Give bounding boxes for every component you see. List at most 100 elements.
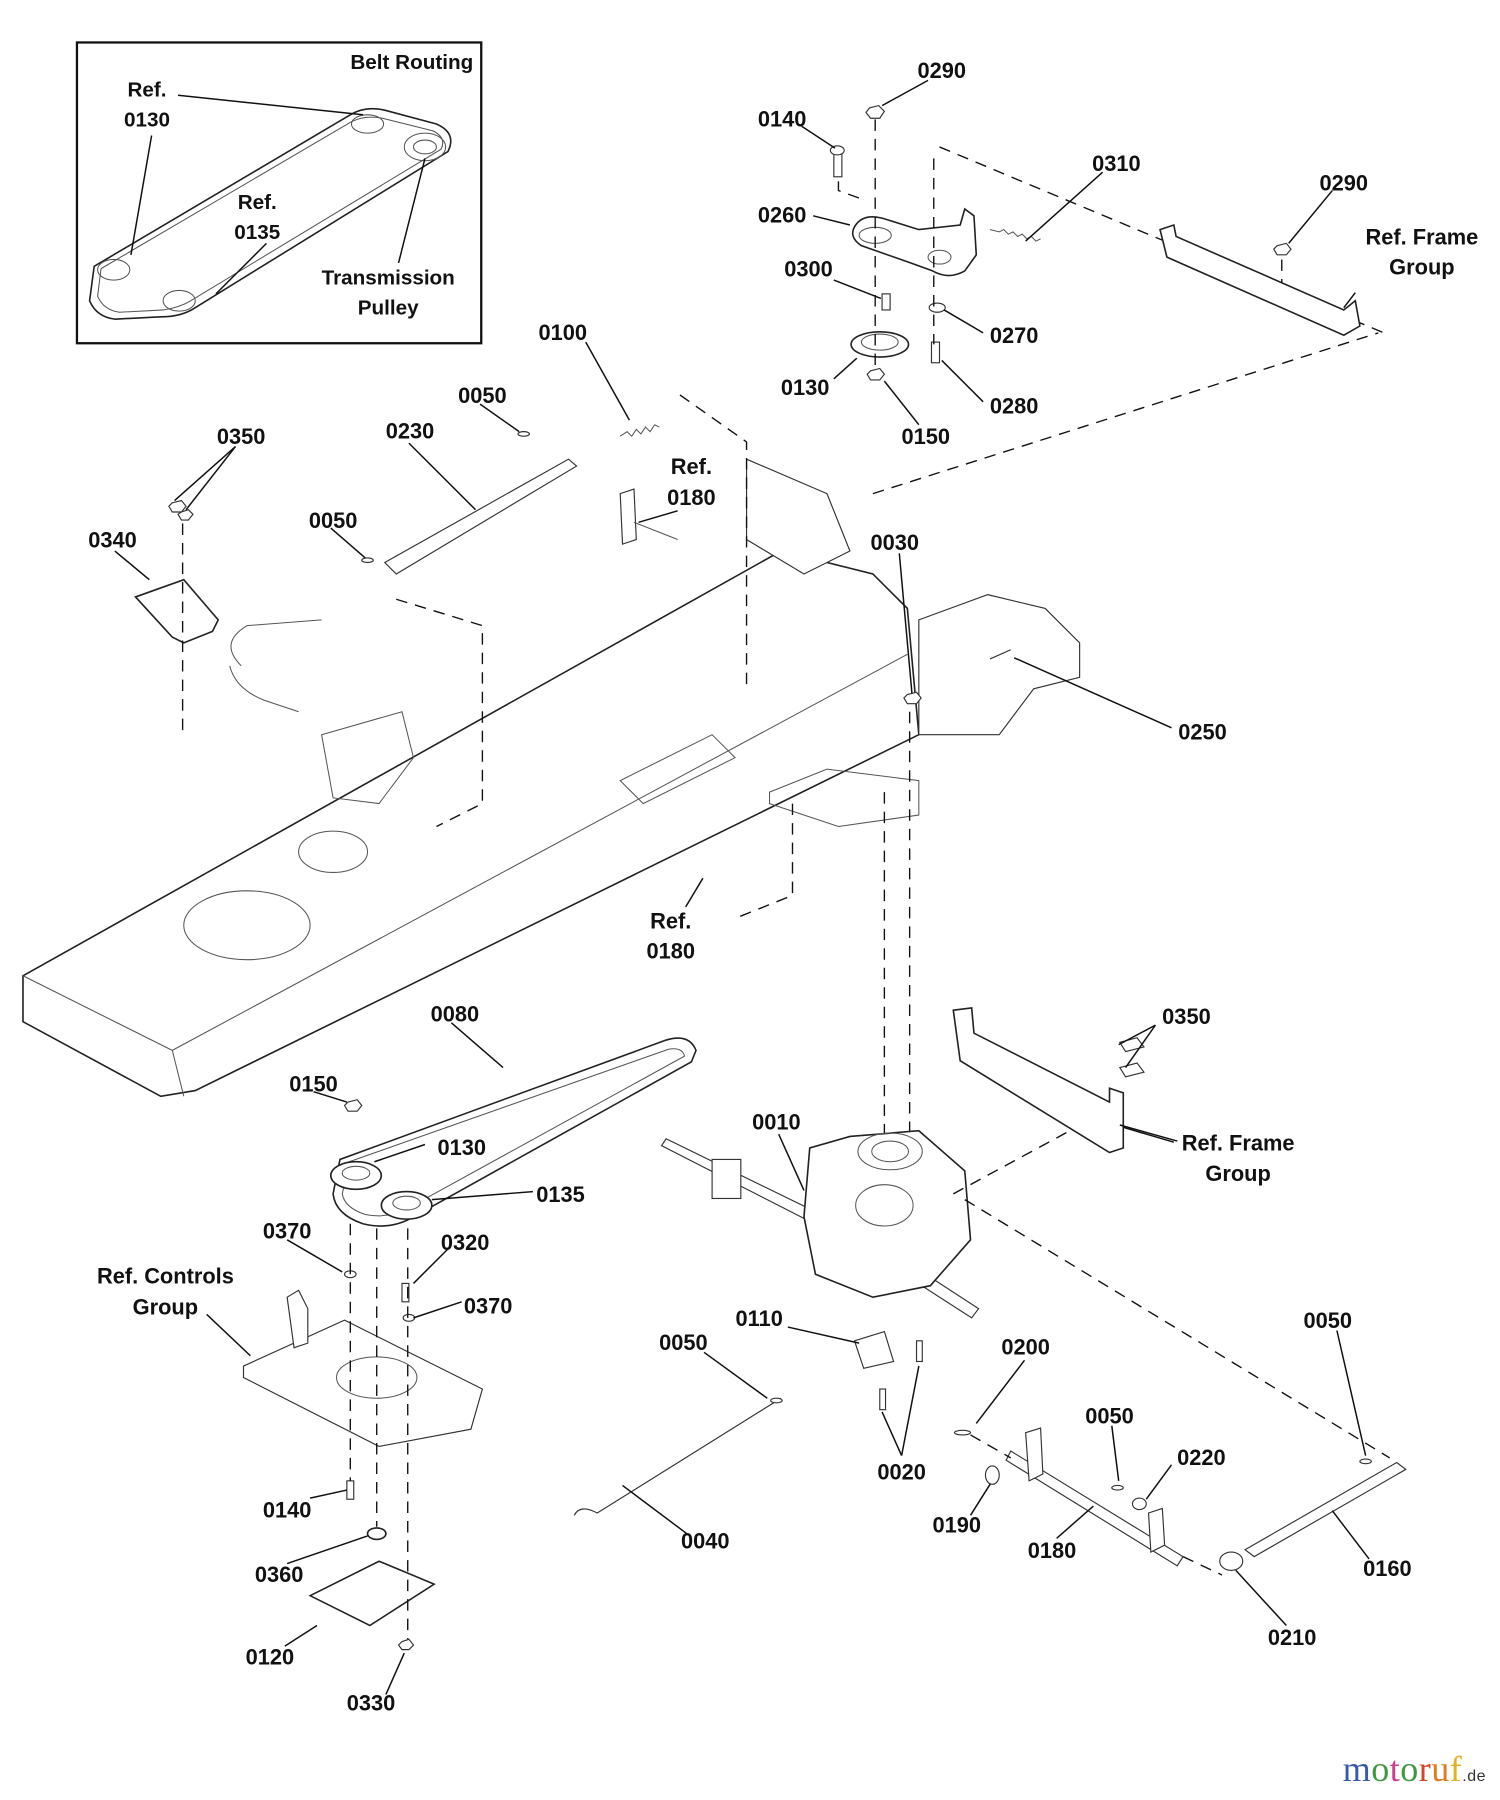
pin-0200 [953,1429,972,1436]
plate-0120 [308,1560,436,1627]
belt-routing-inset: Belt Routing Ref. 0130 Ref. 0135 Transmi… [75,41,483,345]
watermark-suffix: .de [1462,1768,1486,1785]
callout-0290-right: 0290 [1320,171,1369,196]
ref-0180-mid-a: Ref. [650,909,691,934]
bolt-0350-mid-a [1118,1037,1145,1053]
callout-0260: 0260 [758,203,807,228]
callout-0010: 0010 [752,1110,801,1135]
idler-pulley-0130 [850,330,910,358]
idler-arm-0260 [851,207,978,277]
callout-0050-d: 0050 [1085,1403,1134,1428]
ref-controls-group-a: Ref. Controls [97,1263,234,1288]
pulley-0130-mid [329,1160,383,1191]
callout-0320: 0320 [441,1230,490,1255]
screw-0020-a [879,1388,887,1411]
callout-0350-mid: 0350 [1162,1004,1211,1029]
controls-plate [242,1223,484,1651]
bracket-0110 [853,1330,895,1370]
callout-0300: 0300 [784,257,833,282]
callout-0290-top: 0290 [918,58,967,83]
frame-spindle-hole [183,890,311,961]
inset-label-ref-0130-b: 0130 [124,108,170,131]
transaxle-pulley-icon [857,1132,923,1171]
watermark-letter-f: f [1449,1749,1463,1789]
callout-0150-mid: 0150 [289,1072,338,1097]
callout-0080: 0080 [431,1002,480,1027]
transaxle-0010 [660,1118,1391,1459]
callout-0180: 0180 [1028,1538,1077,1563]
callout-0210: 0210 [1268,1625,1317,1650]
spring-0280 [930,341,941,364]
bushing-0360 [366,1527,387,1541]
watermark-letter-t: t [1389,1749,1401,1789]
pulley-0135 [380,1190,433,1220]
drive-belt-group [329,1037,697,1227]
bolt-0140-bot [346,1480,355,1500]
inset-pulley-0135 [162,289,196,312]
washer-0270 [928,302,946,313]
callout-0340: 0340 [88,528,137,553]
shaft-0180 [1005,1450,1184,1567]
washer-0220 [1131,1497,1147,1511]
washer-0190 [984,1465,1000,1485]
inset-label-transmission-b: Pulley [358,297,419,320]
nut-0150-mid [343,1099,363,1112]
callout-0360: 0360 [255,1562,304,1587]
spring-0100 [619,424,660,438]
watermark-letter-m: m [1342,1749,1372,1789]
stud-0300 [881,293,891,311]
ref-0180-top-a: Ref. [671,454,712,479]
nut-0150-top [866,367,886,381]
callout-0120: 0120 [246,1645,295,1670]
callout-0130-top: 0130 [781,375,830,400]
control-rod-group [361,424,678,575]
frame-front-bracket [918,594,1081,736]
callout-0050-a: 0050 [458,383,507,408]
watermark-letter-u: u [1431,1749,1450,1789]
callout-0270: 0270 [990,323,1039,348]
callout-0280: 0280 [990,393,1039,418]
callout-0050-b: 0050 [309,508,358,533]
callout-0100: 0100 [539,320,588,345]
ref-frame-group-mid-b: Group [1205,1161,1270,1186]
ref-0180-bracket [619,488,637,545]
callout-0040: 0040 [681,1529,730,1554]
bolt-0320 [401,1282,410,1303]
rod-0230 [383,458,578,575]
rod-0040 [573,1397,782,1516]
inset-label-transmission-a: Transmission [322,267,455,290]
callout-0140-top: 0140 [758,106,807,131]
pin-0050-e [1359,1458,1372,1465]
inset-label-ref-0135-a: Ref. [238,191,277,214]
callout-0050-e: 0050 [1303,1308,1352,1333]
callout-0140-bot: 0140 [263,1498,312,1523]
inset-label-ref-0130-a: Ref. [127,78,166,101]
callout-0030: 0030 [870,530,919,555]
ref-frame-group-mid-a: Ref. Frame [1182,1130,1295,1155]
ref-0180-top-b: 0180 [667,485,716,510]
frame-bracket-top [1159,223,1361,337]
callout-0370-a: 0370 [263,1219,312,1244]
inset-belt [88,107,452,320]
callout-0200: 0200 [1001,1335,1050,1360]
callout-0110: 0110 [736,1306,783,1331]
nut-0290-top [865,104,886,119]
lower-linkage [573,1330,1407,1576]
spring-0310 [989,228,1041,242]
inset-title: Belt Routing [350,51,473,74]
callout-leaders [114,79,1370,1695]
pin-0050-c [770,1397,783,1404]
callout-0160: 0160 [1363,1556,1412,1581]
bolt-0350-mid-b [1118,1062,1145,1078]
callout-0370-b: 0370 [464,1293,513,1318]
inset-pulley-0130 [97,258,131,281]
callout-labels: 0290 0140 0310 0260 0290 0300 0270 0130 … [88,58,1411,1715]
callout-0350-top: 0350 [217,424,266,449]
washer-0370-b [402,1313,416,1322]
callout-0190: 0190 [932,1513,981,1538]
ref-frame-group-top-b: Group [1389,254,1454,279]
callout-0330: 0330 [347,1690,396,1715]
frame-rear-plate [745,458,851,575]
callout-0310: 0310 [1092,151,1141,176]
